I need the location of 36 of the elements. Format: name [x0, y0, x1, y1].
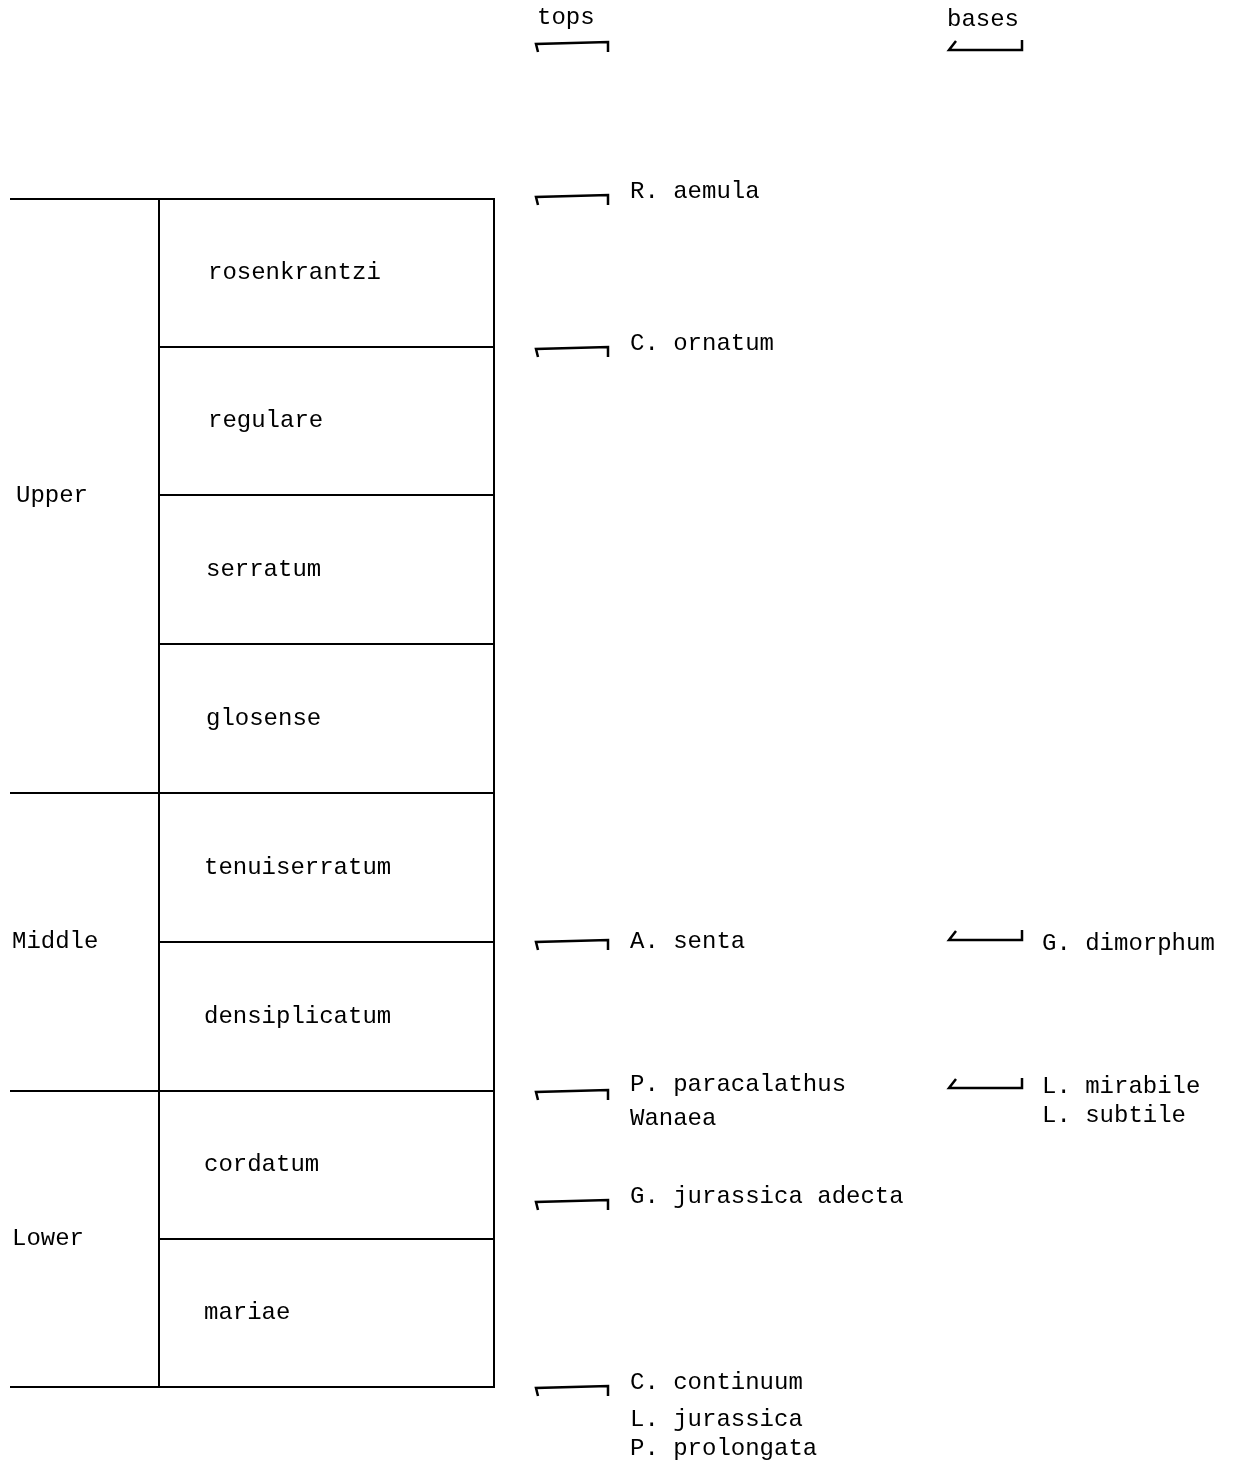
species-name: C. continuum [630, 1371, 803, 1395]
zone-name: serratum [206, 557, 322, 582]
substage-label: Lower [12, 1227, 84, 1251]
zone-name: densiplicatum [204, 1004, 392, 1029]
column-heading: bases [947, 8, 1019, 32]
substage-band [10, 198, 160, 792]
species-name: Wanaea [630, 1107, 717, 1131]
zone-name: tenuiserratum [204, 855, 392, 880]
zone-name: glosense [206, 706, 322, 731]
species-name: L. subtile [1042, 1104, 1187, 1128]
species-name: G. jurassica adecta [630, 1185, 904, 1209]
species-name: R. aemula [630, 180, 760, 204]
zone-box [160, 346, 495, 494]
column-heading: tops [537, 6, 595, 30]
zone-name: mariae [204, 1301, 291, 1325]
zone-box [160, 941, 495, 1090]
species-name: L. jurassica [630, 1408, 803, 1432]
substage-band [10, 1090, 160, 1388]
zone-box [160, 643, 495, 792]
species-name: P. prolongata [630, 1437, 818, 1461]
species-name: P. paracalathus [630, 1073, 847, 1097]
species-name: G. dimorphum [1042, 932, 1215, 956]
zone-box [160, 494, 495, 643]
substage-label: Middle [12, 930, 99, 954]
substage-band [10, 792, 160, 1090]
zone-name: regulare [208, 409, 324, 433]
zone-name: rosenkrantzi [208, 261, 381, 285]
species-name: A. senta [630, 930, 746, 954]
species-name: L. mirabile [1042, 1075, 1201, 1099]
zone-box [160, 792, 495, 941]
species-name: C. ornatum [630, 332, 775, 356]
zone-name: cordatum [204, 1153, 320, 1177]
zone-box [160, 1090, 495, 1238]
zone-box [160, 1238, 495, 1388]
substage-label: Upper [16, 484, 88, 508]
zone-box [160, 198, 495, 346]
